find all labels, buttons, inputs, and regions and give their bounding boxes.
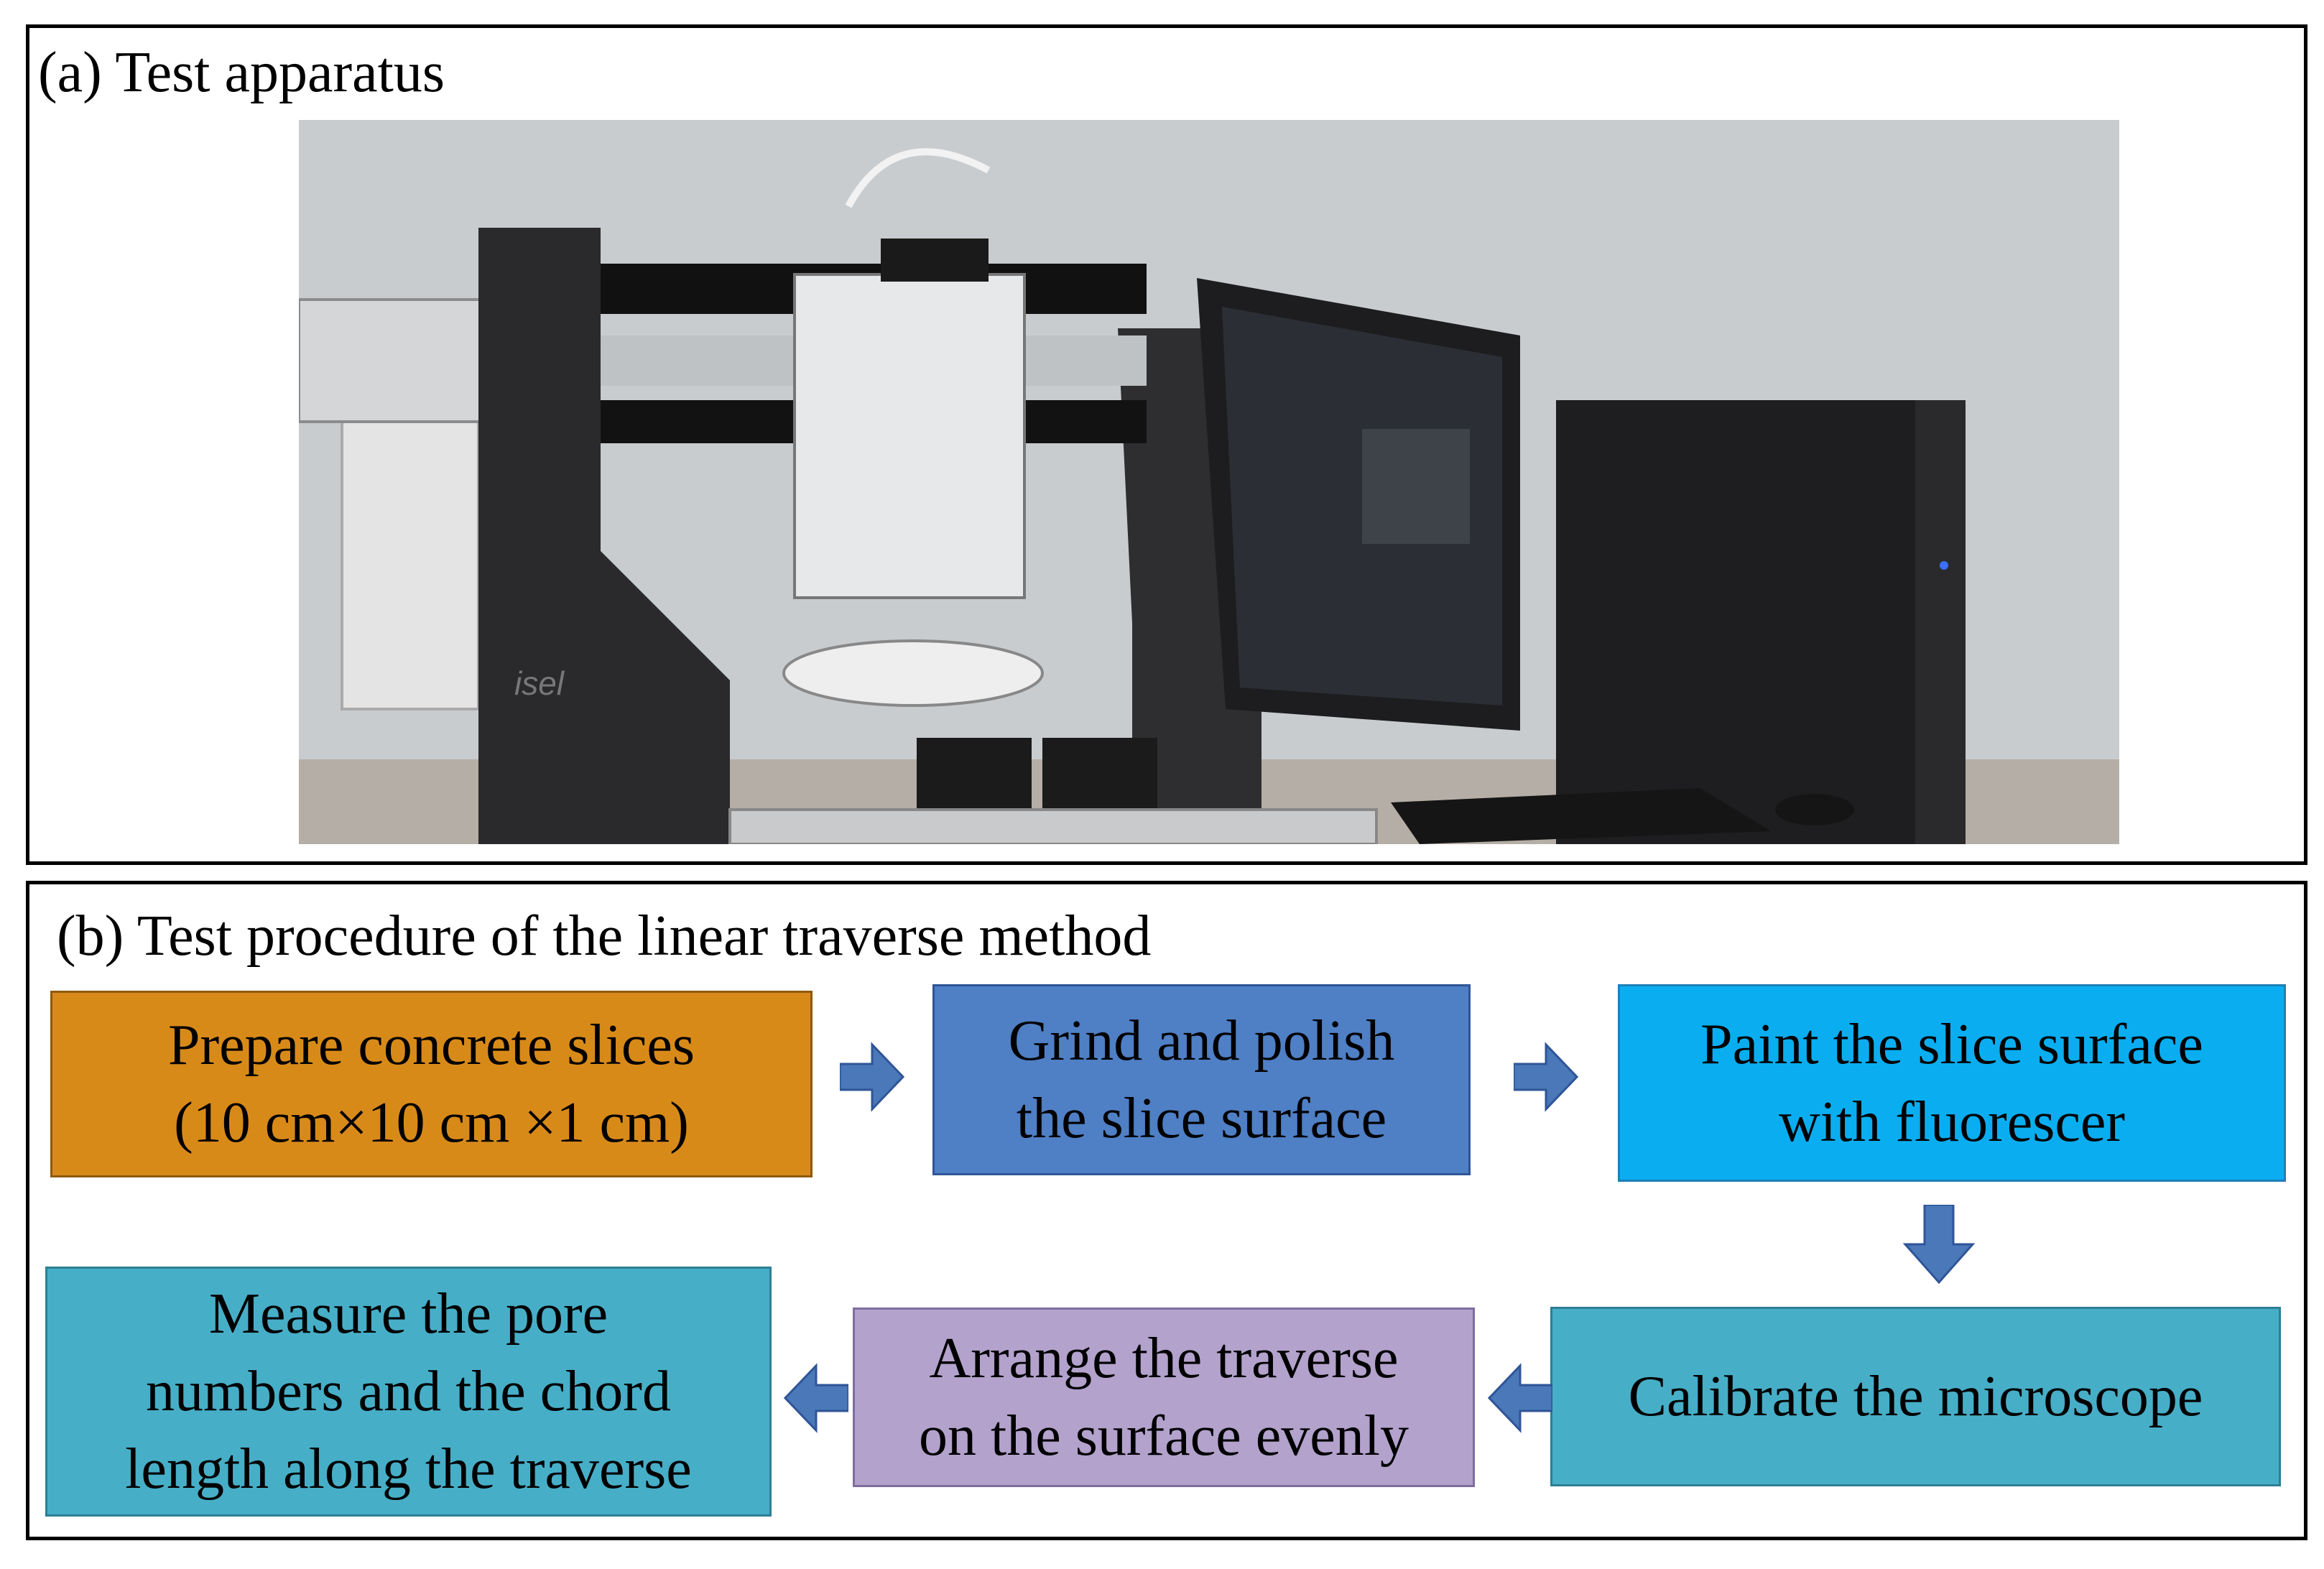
- step-paint-surface: Paint the slice surface with fluorescer: [1618, 984, 2286, 1182]
- step-6-label: Measure the pore numbers and the chord l…: [125, 1282, 692, 1501]
- step-2-label: Grind and polish the slice surface: [1008, 1009, 1395, 1150]
- panel-b-title: (b) Test procedure of the linear travers…: [57, 904, 1152, 968]
- arrow-down-icon: [1903, 1205, 1975, 1284]
- arrow-left-icon: [1488, 1363, 1552, 1433]
- step-3-label: Paint the slice surface with fluorescer: [1700, 1012, 2203, 1154]
- panel-test-procedure: (b) Test procedure of the linear travers…: [26, 881, 2307, 1540]
- step-5-label: Arrange the traverse on the surface even…: [919, 1327, 1409, 1468]
- step-calibrate-microscope: Calibrate the microscope: [1550, 1307, 2281, 1486]
- step-measure-pores: Measure the pore numbers and the chord l…: [45, 1267, 772, 1517]
- gantry-logo: isel: [514, 665, 565, 702]
- step-4-label: Calibrate the microscope: [1628, 1365, 2203, 1428]
- panel-test-apparatus: (a) Test apparatus: [26, 24, 2307, 865]
- apparatus-illustration: isel: [299, 120, 2119, 844]
- arrow-left-icon: [784, 1363, 848, 1433]
- test-apparatus-photo: isel: [299, 120, 2119, 844]
- step-1-label: Prepare concrete slices (10 cm×10 cm ×1 …: [168, 1014, 695, 1154]
- arrow-right-icon: [840, 1042, 904, 1112]
- panel-a-title: (a) Test apparatus: [38, 41, 445, 104]
- step-arrange-traverse: Arrange the traverse on the surface even…: [853, 1308, 1475, 1487]
- step-grind-polish: Grind and polish the slice surface: [932, 984, 1471, 1175]
- step-prepare-slices: Prepare concrete slices (10 cm×10 cm ×1 …: [50, 991, 813, 1177]
- arrow-right-icon: [1514, 1042, 1578, 1112]
